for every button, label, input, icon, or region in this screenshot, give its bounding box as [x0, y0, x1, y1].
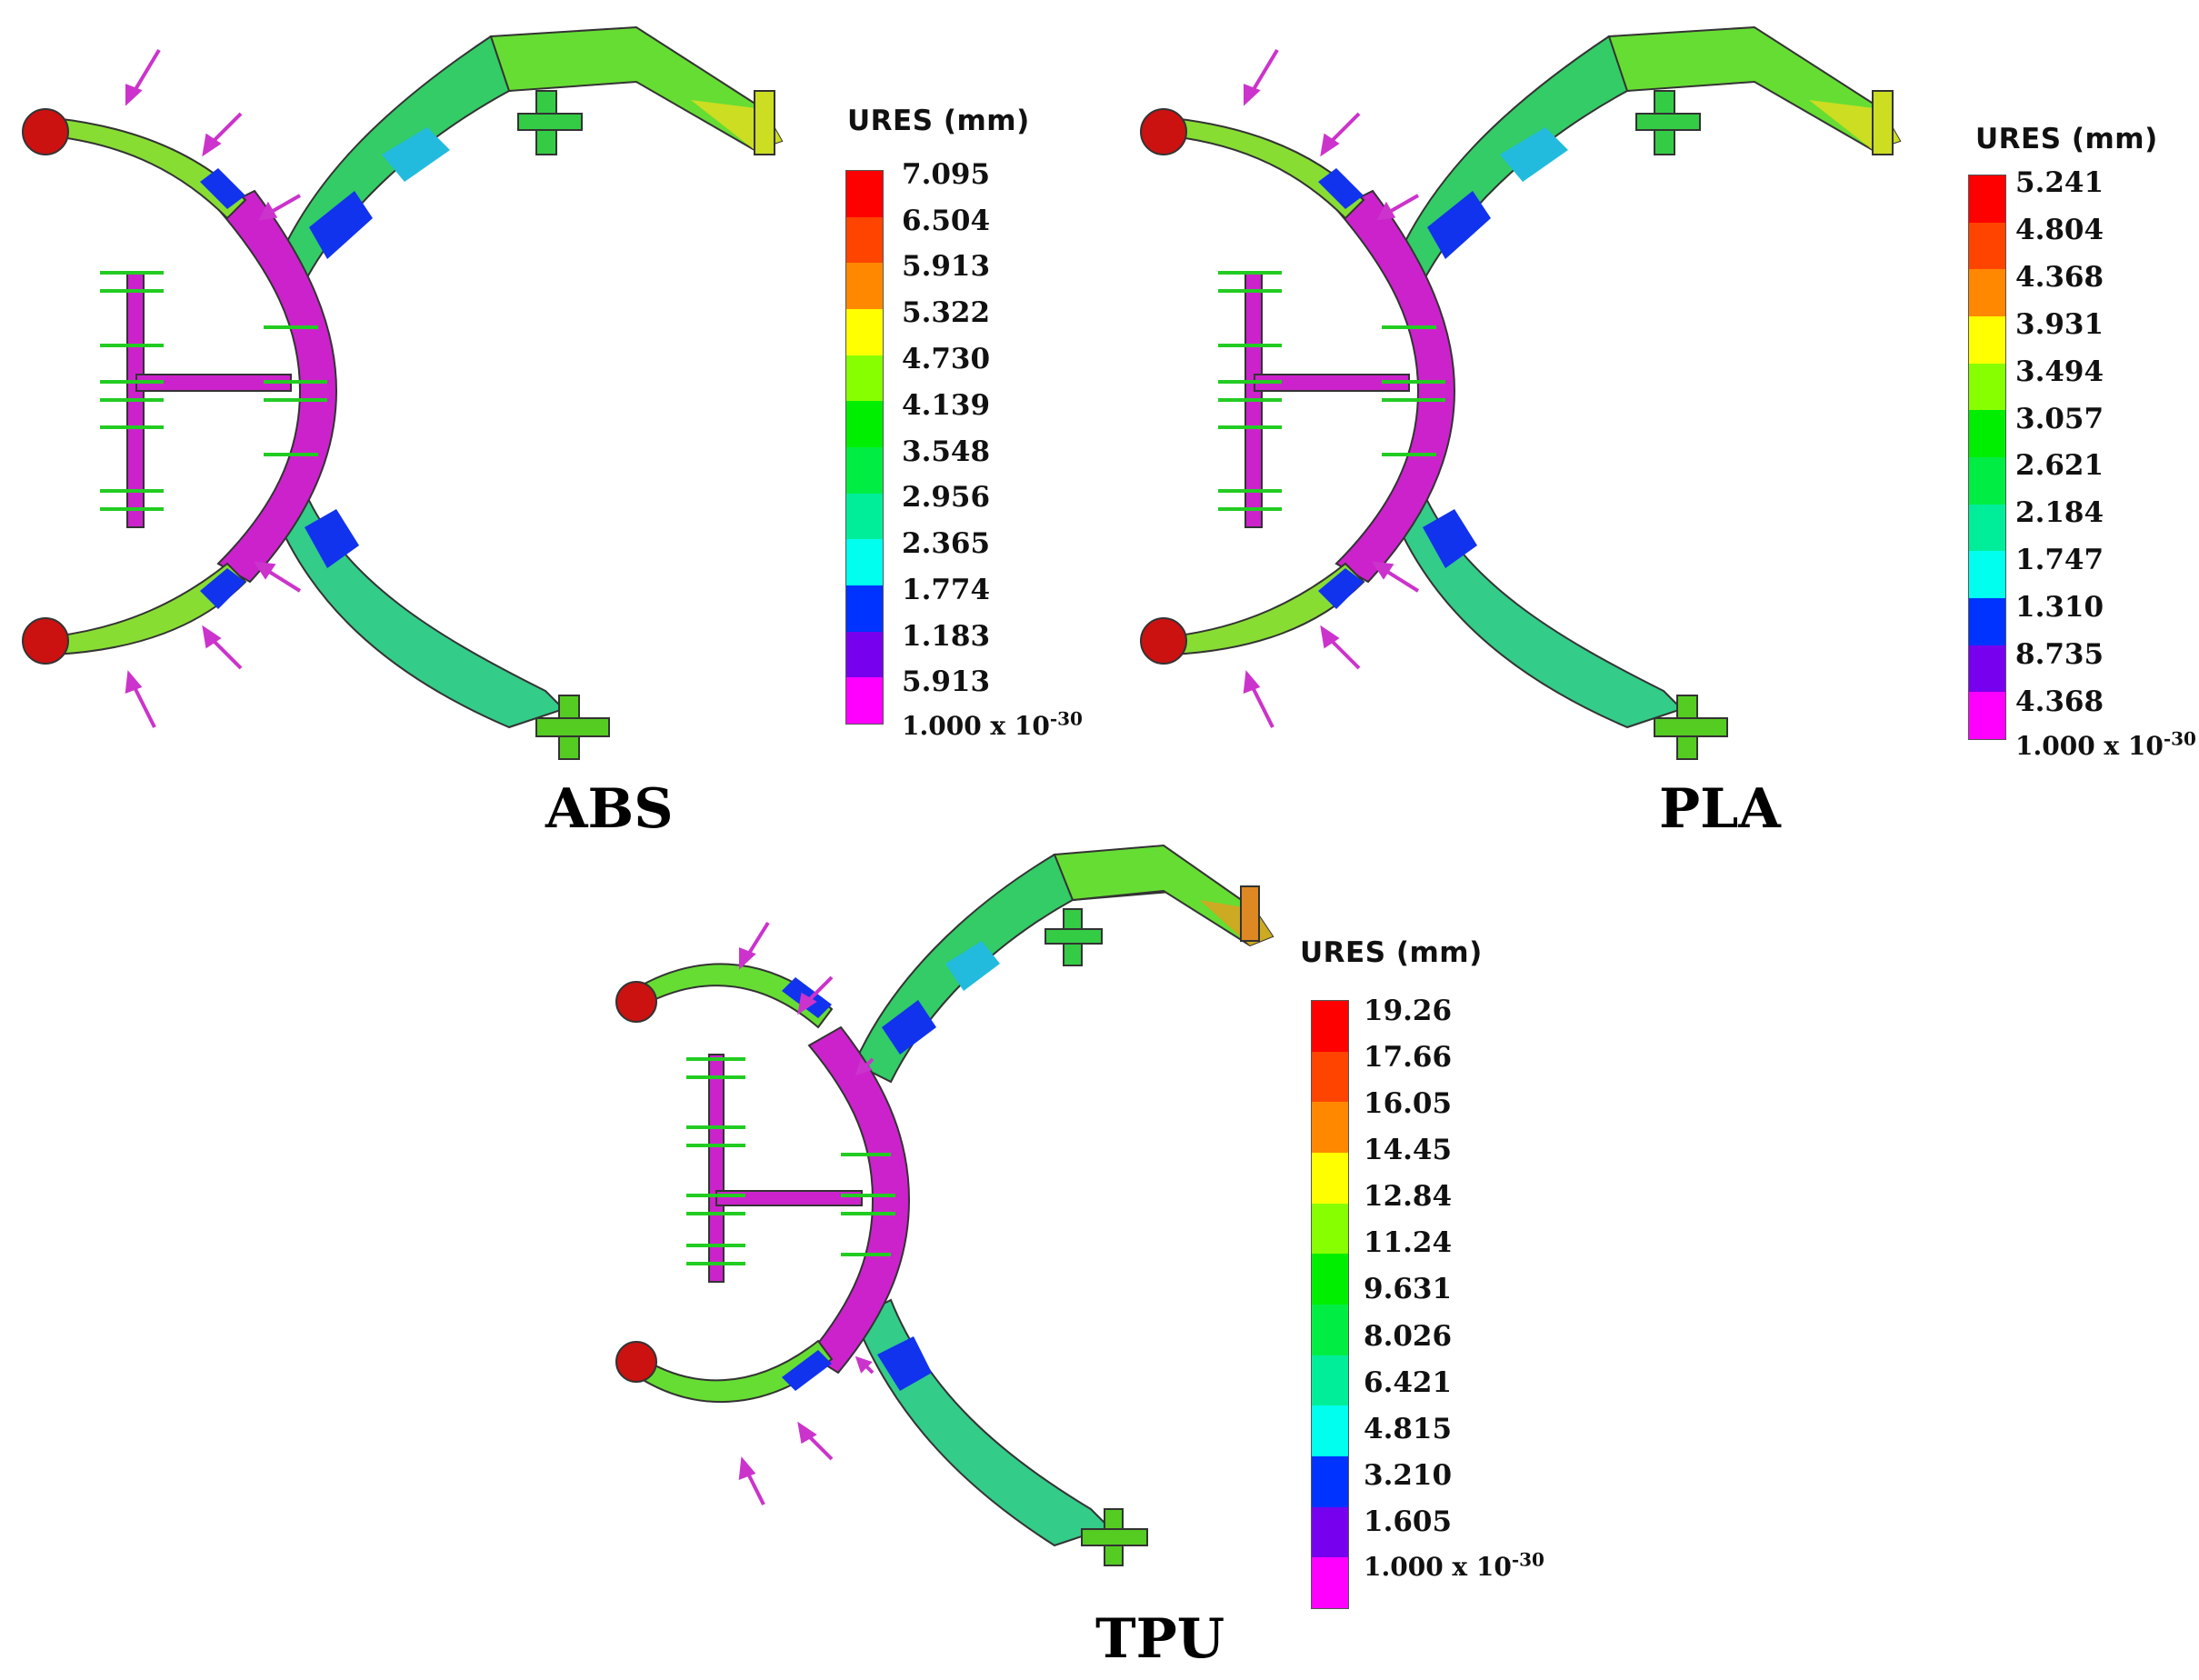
tpu-material-label: TPU: [1095, 1607, 1225, 1671]
abs-legend-label: 5.913: [902, 665, 991, 698]
abs-legend: URES (mm) 7.095 6.504 5.913 5.322 4.730 …: [836, 105, 1109, 741]
tpu-legend-label: 12.84: [1364, 1180, 1453, 1213]
pla-legend-label: 4.368: [2015, 685, 2104, 718]
pla-legend: URES (mm) 5.241 4.804 4.368 3.931 3.494 …: [1959, 123, 2199, 759]
tpu-legend-label: 6.421: [1364, 1366, 1453, 1399]
abs-legend-colorbar: [845, 170, 884, 725]
pla-legend-label: 8.735: [2015, 638, 2104, 671]
tpu-legend-label: 14.45: [1364, 1134, 1453, 1166]
pla-material-label: PLA: [1659, 777, 1781, 841]
pla-legend-label: 2.621: [2015, 449, 2104, 482]
abs-legend-label: 4.139: [902, 389, 991, 422]
abs-legend-label: 2.365: [902, 527, 991, 560]
tpu-legend-label: 11.24: [1364, 1226, 1453, 1259]
pla-legend-title: URES (mm): [1975, 123, 2158, 155]
abs-legend-label: 1.183: [902, 620, 991, 653]
pla-legend-label: 5.241: [2015, 166, 2104, 199]
pla-legend-label: 3.057: [2015, 403, 2104, 435]
tpu-legend: URES (mm) 19.26 17.66 16.05 14.45 12.84 …: [1300, 936, 1600, 1609]
abs-legend-title: URES (mm): [847, 105, 1030, 137]
abs-legend-label: 5.913: [902, 250, 991, 283]
abs-legend-label: 5.322: [902, 296, 991, 329]
pla-legend-label: 4.804: [2015, 214, 2104, 246]
tpu-legend-min-label: 1.000 x 10-30: [1364, 1548, 1544, 1582]
pla-legend-label: 3.494: [2015, 355, 2104, 388]
pla-legend-min-label: 1.000 x 10-30: [2015, 727, 2196, 761]
pla-deformation-plot: [1140, 25, 1902, 760]
pla-legend-label: 1.310: [2015, 591, 2104, 624]
tpu-legend-label: 1.605: [1364, 1505, 1453, 1538]
pla-legend-label: 2.184: [2015, 496, 2104, 529]
tpu-legend-label: 17.66: [1364, 1041, 1453, 1074]
tpu-legend-label: 3.210: [1364, 1459, 1453, 1492]
panel-pla: URES (mm) 5.241 4.804 4.368 3.931 3.494 …: [1118, 0, 2199, 855]
abs-legend-label: 7.095: [902, 158, 991, 191]
abs-legend-label: 4.730: [902, 343, 991, 375]
tpu-legend-label: 19.26: [1364, 995, 1453, 1027]
tpu-legend-label: 9.631: [1364, 1273, 1453, 1305]
pla-legend-label: 1.747: [2015, 544, 2104, 576]
abs-legend-label: 6.504: [902, 205, 991, 237]
tpu-legend-label: 16.05: [1364, 1087, 1453, 1120]
tpu-deformation-plot: [615, 844, 1274, 1566]
panel-tpu: URES (mm) 19.26 17.66 16.05 14.45 12.84 …: [600, 844, 1600, 1680]
panel-abs: URES (mm) 7.095 6.504 5.913 5.322 4.730 …: [0, 0, 1091, 855]
abs-legend-min-label: 1.000 x 10-30: [902, 707, 1083, 741]
pla-legend-label: 4.368: [2015, 261, 2104, 294]
pla-legend-colorbar: [1968, 175, 2006, 740]
abs-deformation-plot: [22, 25, 784, 760]
abs-material-label: ABS: [545, 777, 674, 841]
abs-legend-label: 1.774: [902, 574, 991, 606]
abs-legend-label: 3.548: [902, 435, 991, 468]
tpu-legend-title: URES (mm): [1300, 936, 1483, 969]
abs-legend-label: 2.956: [902, 481, 991, 514]
tpu-legend-colorbar: [1311, 1000, 1349, 1609]
tpu-legend-label: 8.026: [1364, 1320, 1453, 1353]
pla-legend-label: 3.931: [2015, 308, 2104, 341]
tpu-legend-label: 4.815: [1364, 1413, 1453, 1445]
